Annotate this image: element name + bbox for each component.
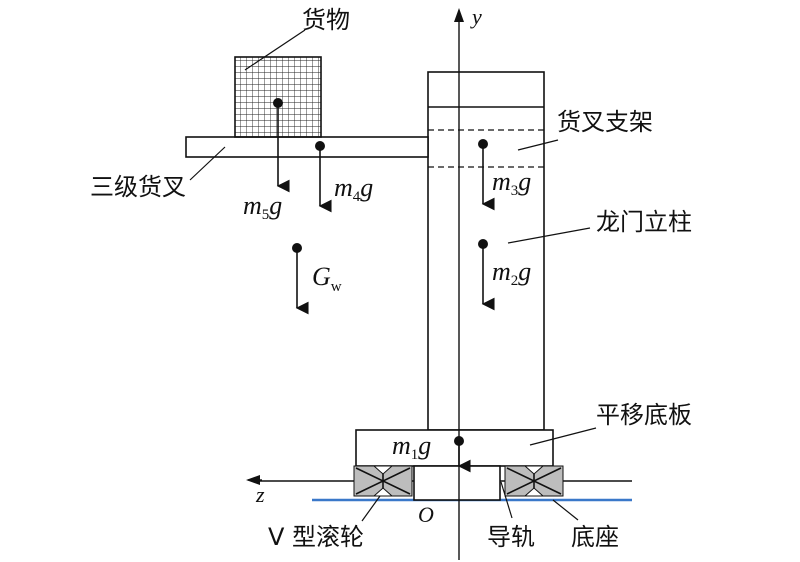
- three-stage-fork-plate: [185, 136, 429, 158]
- leader-translation-base: [529, 427, 597, 446]
- label-m2g: m2g: [492, 257, 531, 289]
- label-v-roller: V 型滚轮: [268, 523, 364, 551]
- leader-gantry-column: [507, 227, 591, 244]
- translation-base-plate: [355, 429, 554, 467]
- label-translation-base: 平移底板: [596, 401, 692, 429]
- label-m3g: m3g: [492, 167, 531, 199]
- label-cargo: 货物: [302, 6, 350, 34]
- label-fork-bracket: 货叉支架: [557, 108, 653, 136]
- label-gantry-column: 龙门立柱: [596, 208, 692, 236]
- force-m2g-arrow: [478, 239, 495, 311]
- label-m5g: m5g: [243, 191, 282, 223]
- label-m4g: m4g: [334, 173, 373, 205]
- leader-fork-bracket: [517, 139, 559, 151]
- leader-v-roller: [361, 495, 381, 522]
- leader-cargo: [244, 29, 306, 71]
- v-roller-right: [504, 465, 564, 497]
- leader-three-stage-fork: [189, 146, 226, 181]
- v-roller-left: [353, 465, 413, 497]
- label-guide-rail: 导轨: [487, 523, 535, 551]
- label-axis-y: y: [470, 4, 482, 29]
- leader-guide-rail: [500, 481, 513, 519]
- force-gw-arrow: [292, 243, 309, 315]
- gantry-column: [427, 71, 545, 431]
- force-m5g-arrow: [273, 98, 290, 193]
- leader-base: [552, 499, 579, 521]
- label-gw: Gw: [312, 262, 342, 295]
- force-m3g-arrow: [478, 139, 495, 211]
- force-m1g-arrow: [454, 436, 471, 473]
- label-axis-z: z: [255, 482, 265, 507]
- label-m1g: m1g: [392, 431, 431, 463]
- guide-rail-block: [413, 465, 501, 501]
- force-m4g-arrow: [315, 141, 332, 213]
- label-three-stage-fork: 三级货叉: [90, 173, 186, 201]
- label-origin: O: [418, 502, 434, 527]
- z-axis: [246, 475, 262, 485]
- label-base: 底座: [571, 523, 619, 551]
